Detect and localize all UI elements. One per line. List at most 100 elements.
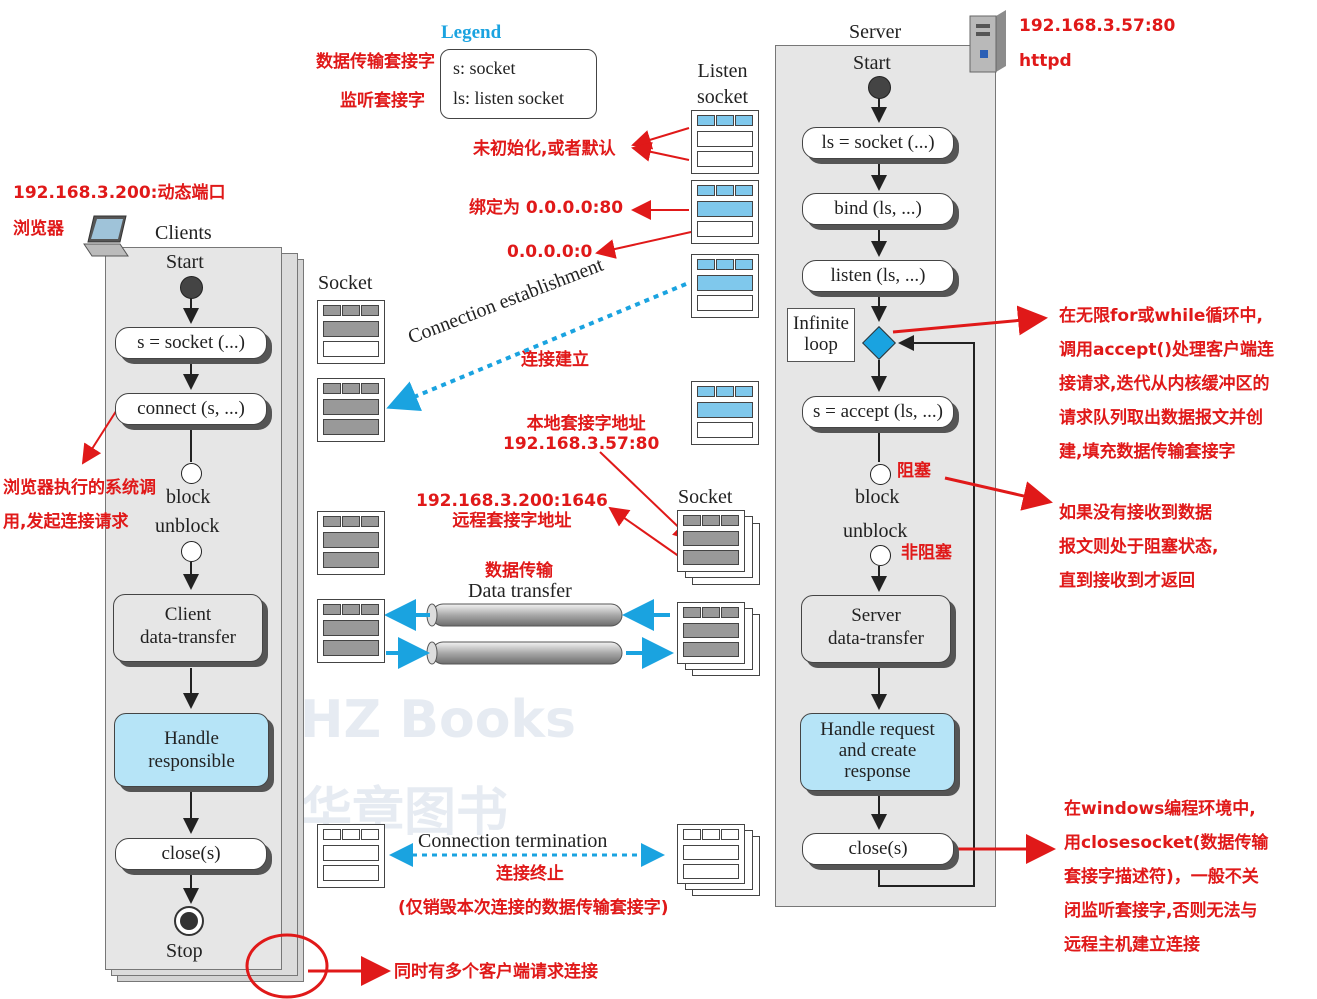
client-stop-node xyxy=(174,906,204,936)
infinite-loop-line2: loop xyxy=(804,334,838,355)
block-note: 如果没有接收到数据 报文则处于阻塞状态, 直到接收到才返回 xyxy=(1059,496,1218,598)
close-note-line3: 套接字描述符)，一般不关 xyxy=(1064,867,1259,887)
listen-title-line2: socket xyxy=(697,86,749,108)
client-socket-call: s = socket (...) xyxy=(115,327,267,359)
connection-establishment-cn: 连接建立 xyxy=(521,350,589,370)
legend-box: s: socket ls: listen socket xyxy=(440,49,597,119)
close-note-line1: 在windows编程环境中, xyxy=(1064,799,1256,819)
local-address-line2: 192.168.3.57:80 xyxy=(503,434,660,455)
client-socket-closed-icon xyxy=(317,824,385,888)
browser-call-line2: 用,发起连接请求 xyxy=(3,512,129,532)
connection-termination-cn: 连接终止 xyxy=(496,864,564,884)
server-block-node xyxy=(870,464,891,485)
listen-socket-accept-icon xyxy=(691,381,759,445)
server-unblock-label: unblock xyxy=(843,520,908,542)
client-socket-connected-icon xyxy=(317,511,385,575)
remote-address-line2: 远程套接字地址 xyxy=(452,511,572,532)
client-dt-line1: Client xyxy=(164,604,212,625)
data-socket-cn-label: 数据传输套接字 xyxy=(316,52,435,72)
block-note-line1: 如果没有接收到数据 xyxy=(1059,503,1212,523)
client-dt-line2: data-transfer xyxy=(140,627,236,648)
handle-request-line1: Handle request xyxy=(820,719,935,740)
legend-listen-socket: ls: listen socket xyxy=(453,88,564,108)
server-title: Server xyxy=(849,21,902,43)
server-block-label: block xyxy=(855,486,900,508)
nonblock-cn: 非阻塞 xyxy=(901,543,952,563)
browser-call-note: 浏览器执行的系统调 用,发起连接请求 xyxy=(3,471,156,539)
client-unblock-label: unblock xyxy=(155,515,220,537)
zero-address-label: 0.0.0.0:0 xyxy=(507,242,593,262)
server-unblock-node xyxy=(870,545,891,566)
socket-title-left: Socket xyxy=(318,272,373,294)
close-note-line4: 闭监听套接字,否则无法与 xyxy=(1064,901,1258,921)
httpd-label: httpd xyxy=(1019,51,1072,71)
client-start-node xyxy=(180,276,203,299)
accept-note-line1: 在无限for或while循环中, xyxy=(1059,306,1263,326)
infinite-loop-line1: Infinite xyxy=(793,313,849,334)
client-connect-call: connect (s, ...) xyxy=(115,393,267,425)
accept-note-line5: 建,填充数据传输套接字 xyxy=(1059,442,1236,462)
local-address-label: 本地套接字地址 192.168.3.57:80 xyxy=(503,414,659,455)
local-address-line1: 本地套接字地址 xyxy=(526,414,646,434)
client-address-label: 192.168.3.200:动态端口 xyxy=(13,183,226,203)
listen-socket-cn-label: 监听套接字 xyxy=(340,91,425,111)
legend-title: Legend xyxy=(441,22,502,43)
connection-termination-label: Connection termination xyxy=(418,830,608,852)
server-address-label: 192.168.3.57:80 xyxy=(1019,16,1176,36)
multi-clients-note: 同时有多个客户端请求连接 xyxy=(394,962,598,982)
block-note-line3: 直到接收到才返回 xyxy=(1059,571,1195,591)
accept-call: s = accept (ls, ...) xyxy=(802,396,954,428)
listen-socket-uninit-icon xyxy=(691,110,759,174)
infinite-loop-note: Infinite loop xyxy=(787,308,855,362)
laptop-icon xyxy=(80,212,132,260)
socket-title-right: Socket xyxy=(678,486,733,508)
block-cn: 阻塞 xyxy=(897,461,931,481)
handle-responsible-state: Handle responsible xyxy=(114,713,269,787)
server-dt-line1: Server xyxy=(851,605,901,626)
uninit-label: 未初始化,或者默认 xyxy=(473,139,616,159)
close-note-line2: 用closesocket(数据传输 xyxy=(1064,833,1269,853)
handle-responsible-line2: responsible xyxy=(148,751,235,772)
client-close-call: close(s) xyxy=(115,838,267,870)
server-start-label: Start xyxy=(853,52,891,74)
accept-note: 在无限for或while循环中, 调用accept()处理客户端连 接请求,迭代… xyxy=(1059,299,1274,469)
bind-call: bind (ls, ...) xyxy=(802,193,954,225)
legend-socket: s: socket xyxy=(453,58,516,78)
server-data-socket-icon xyxy=(677,510,745,572)
destroy-note: (仅销毁本次连接的数据传输套接字) xyxy=(398,898,669,918)
listen-title-line1: Listen xyxy=(697,60,748,82)
accept-note-line2: 调用accept()处理客户端连 xyxy=(1059,340,1274,360)
remote-address-label: 192.168.3.200:1646 远程套接字地址 xyxy=(416,491,608,532)
client-block-label: block xyxy=(166,486,211,508)
server-start-node xyxy=(868,76,891,99)
browser-label: 浏览器 xyxy=(13,219,64,239)
browser-call-line1: 浏览器执行的系统调 xyxy=(3,478,156,498)
server-close-call: close(s) xyxy=(802,833,954,865)
client-socket-init-icon xyxy=(317,300,385,364)
data-transfer-label: Data transfer xyxy=(468,580,572,602)
handle-request-state: Handle request and create response xyxy=(800,713,955,791)
client-stop-inner xyxy=(180,912,198,930)
listen-socket-bound-icon xyxy=(691,180,759,244)
data-transfer-cn: 数据传输 xyxy=(485,561,553,581)
listen-socket-listening-icon xyxy=(691,254,759,318)
server-socket-call: ls = socket (...) xyxy=(802,127,954,159)
client-stop-label: Stop xyxy=(166,940,203,962)
clients-title: Clients xyxy=(155,222,212,244)
watermark-logo: HZ Books xyxy=(300,690,576,750)
server-transfer-socket-icon xyxy=(677,602,745,664)
handle-responsible-line1: Handle xyxy=(164,728,219,749)
server-tower-icon xyxy=(966,10,1008,74)
close-note: 在windows编程环境中, 用closesocket(数据传输 套接字描述符)… xyxy=(1064,792,1268,962)
accept-note-line3: 接请求,迭代从内核缓冲区的 xyxy=(1059,374,1270,394)
client-unblock-node xyxy=(181,541,202,562)
server-data-transfer-state: Server data-transfer xyxy=(801,595,951,663)
block-note-line2: 报文则处于阻塞状态, xyxy=(1059,537,1219,557)
server-closed-socket-icon xyxy=(677,824,745,884)
listen-socket-title: Listen socket xyxy=(697,58,748,110)
bound-label: 绑定为 0.0.0.0:80 xyxy=(469,198,624,218)
server-dt-line2: data-transfer xyxy=(828,628,924,649)
accept-note-line4: 请求队列取出数据报文并创 xyxy=(1059,408,1263,428)
client-block-node xyxy=(181,463,202,484)
